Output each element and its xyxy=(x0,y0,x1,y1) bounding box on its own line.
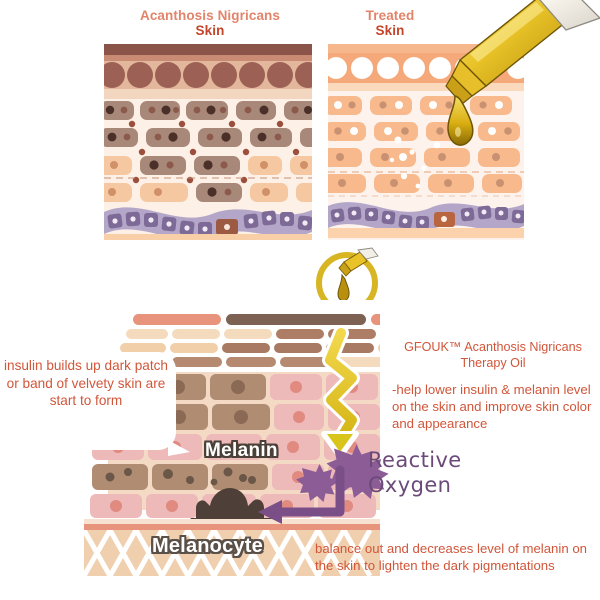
insulin-callout-text: insulin builds up dark patch or band of … xyxy=(4,358,168,409)
right-panel-title-line1: Treated xyxy=(365,8,415,23)
right-panel-title-line2: Skin xyxy=(375,23,405,39)
left-keratinocyte-rows xyxy=(104,101,312,202)
left-callout-bubble xyxy=(0,352,176,450)
melanin-balance-text: balance out and decreases level of melan… xyxy=(315,541,587,573)
basement-membrane xyxy=(84,519,380,524)
purple-arrow-icon xyxy=(258,465,345,524)
golden-zigzag-arrow-icon xyxy=(321,325,360,459)
left-skin-cross-section xyxy=(104,44,312,240)
left-panel-title-line1: Acanthosis Nigricans xyxy=(139,8,281,23)
reactive-oxygen-burst-large xyxy=(326,444,381,493)
left-corneocyte-row xyxy=(104,62,312,88)
product-benefit-text: -help lower insulin & melanin level on t… xyxy=(392,382,592,431)
left-panel-title-line2: Skin xyxy=(195,23,225,39)
reactive-oxygen-burst-small xyxy=(296,464,339,502)
left-panel-title: Acanthosis Nigricans Skin xyxy=(104,8,316,38)
dermis-top-line xyxy=(84,524,380,530)
dermis-lattice xyxy=(84,530,380,576)
right-basal-cells xyxy=(330,205,524,229)
melanin-label: Melanin xyxy=(205,440,278,461)
melanocyte-label: Melanocyte xyxy=(152,535,263,557)
reactive-oxygen-line1: Reactive xyxy=(368,448,462,472)
product-name-text: GFOUK™ Acanthosis Nigricans Therapy Oil xyxy=(404,340,582,370)
reactive-oxygen-label: Reactive Oxygen xyxy=(368,448,498,498)
left-basal-cells xyxy=(107,210,312,236)
right-panel-title: Treated Skin xyxy=(330,8,450,38)
oil-drop-icon xyxy=(447,95,474,146)
dropper-icon xyxy=(445,0,600,105)
sparkle-icon xyxy=(389,136,441,189)
reactive-oxygen-line2: Oxygen xyxy=(368,472,452,497)
